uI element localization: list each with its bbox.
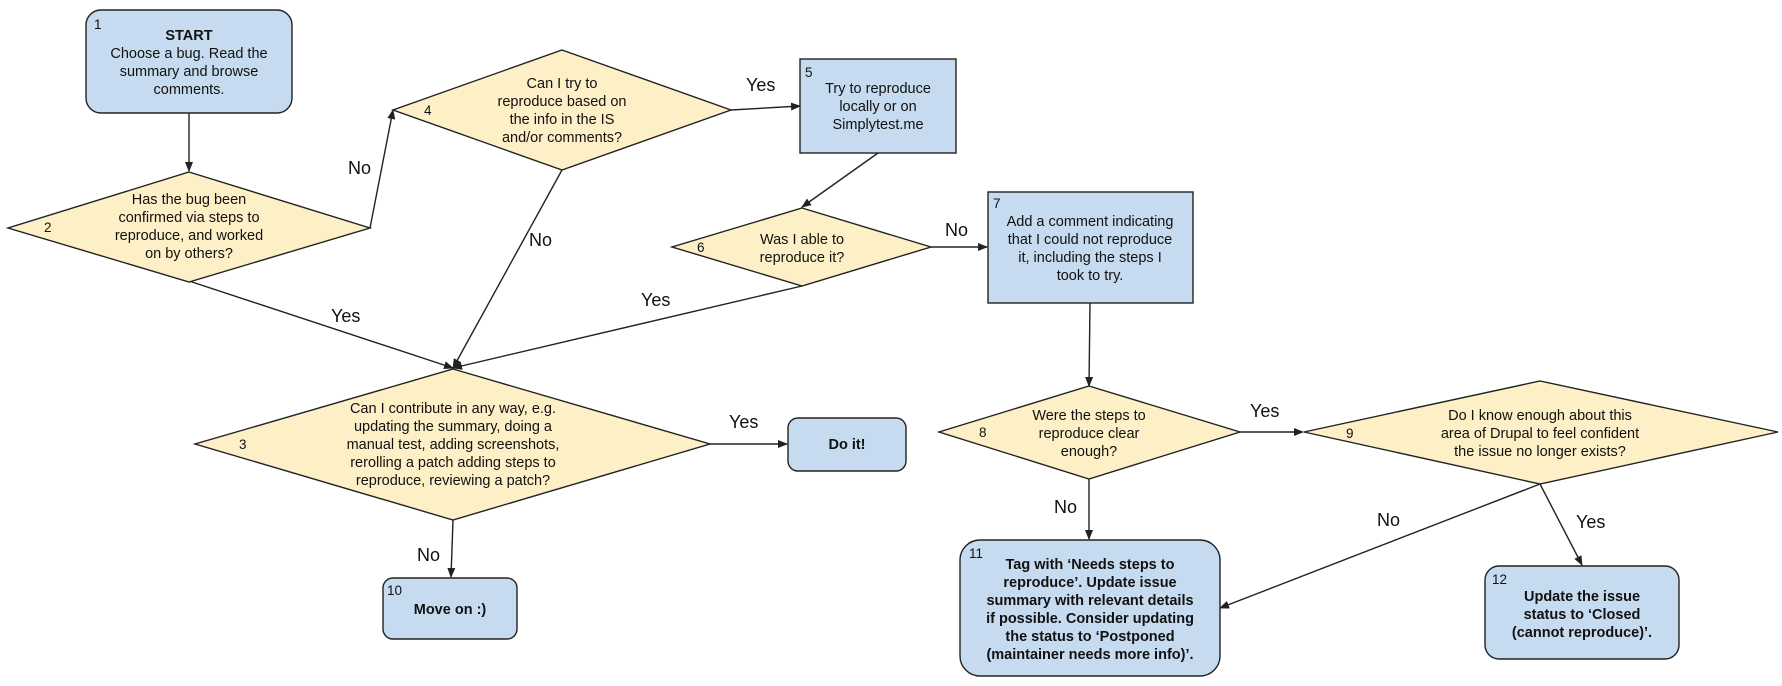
node-5-line-1: Try to reproduce	[825, 81, 931, 97]
edge-label-8-9: Yes	[1250, 401, 1279, 421]
do-it-label: Do it!	[828, 437, 865, 453]
node-1-line-3: summary and browse	[120, 64, 259, 80]
node-4-line-2: reproduce based on	[498, 94, 627, 110]
node-4-line-1: Can I try to	[527, 76, 598, 92]
node-12-end: 12 Update the issue status to ‘Closed (c…	[1484, 565, 1680, 660]
node-2-number: 2	[44, 220, 52, 235]
node-11-line-5: the status to ‘Postponed	[1005, 629, 1174, 645]
node-7-process: 7 Add a comment indicating that I could …	[987, 191, 1194, 304]
node-5-number: 5	[805, 65, 813, 80]
node-6-line-2: reproduce it?	[760, 250, 845, 266]
node-8-line-3: enough?	[1061, 444, 1117, 460]
edge-label-3-10: No	[417, 545, 440, 565]
node-3-line-2: updating the summary, doing a	[354, 419, 553, 435]
node-6-line-1: Was I able to	[760, 232, 844, 248]
node-9-decision: 9 Do I know enough about this area of Dr…	[1303, 380, 1779, 485]
node-2-line-1: Has the bug been	[132, 192, 246, 208]
edge-4-to-3	[452, 169, 563, 369]
node-10-end: 10 Move on :)	[382, 577, 518, 640]
node-8-line-2: reproduce clear	[1039, 426, 1140, 442]
edge-label-2-3: Yes	[331, 306, 360, 326]
edge-2-to-4	[369, 109, 396, 229]
edge-5-to-6	[801, 152, 879, 208]
edge-label-2-4: No	[348, 158, 371, 178]
edge-3-to-10	[447, 519, 456, 578]
node-3-decision: 3 Can I contribute in any way, e.g. upda…	[192, 368, 713, 521]
node-6-number: 6	[697, 240, 705, 255]
node-7-line-1: Add a comment indicating	[1007, 214, 1174, 230]
node-5-line-3: Simplytest.me	[832, 117, 923, 133]
node-7-line-2: that I could not reproduce	[1008, 232, 1172, 248]
node-11-line-2: reproduce’. Update issue	[1003, 575, 1176, 591]
node-4-decision: 4 Can I try to reproduce based on the in…	[390, 49, 734, 171]
edge-label-9-11: No	[1377, 510, 1400, 530]
node-4-number: 4	[424, 103, 432, 118]
node-1-line-2: Choose a bug. Read the	[110, 46, 267, 62]
node-7-number: 7	[993, 196, 1001, 211]
node-11-end: 11 Tag with ‘Needs steps to reproduce’. …	[959, 539, 1221, 677]
node-4-line-4: and/or comments?	[502, 130, 622, 146]
node-11-line-1: Tag with ‘Needs steps to	[1006, 557, 1175, 573]
node-5-process: 5 Try to reproduce locally or on Simplyt…	[799, 58, 957, 154]
node-10-line-1: Move on :)	[414, 602, 487, 618]
node-12-number: 12	[1492, 572, 1507, 587]
edge-9-to-11	[1219, 483, 1541, 609]
node-8-line-1: Were the steps to	[1032, 408, 1145, 424]
edge-6-to-3	[452, 285, 803, 370]
edge-label-3-doit: Yes	[729, 412, 758, 432]
node-1-number: 1	[94, 17, 102, 32]
node-3-number: 3	[239, 437, 247, 452]
node-9-line-2: area of Drupal to feel confident	[1441, 426, 1639, 442]
node-1-start: 1 START Choose a bug. Read the summary a…	[85, 9, 293, 114]
node-4-line-3: the info in the IS	[510, 112, 615, 128]
node-7-line-4: took to try.	[1057, 268, 1124, 284]
node-9-number: 9	[1346, 426, 1354, 441]
edge-label-4-5: Yes	[746, 75, 775, 95]
edge-label-4-3: No	[529, 230, 552, 250]
node-3-line-3: manual test, adding screenshots,	[347, 437, 560, 453]
edge-7-to-8	[1085, 302, 1094, 387]
edge-4-to-5	[730, 102, 801, 111]
node-8-number: 8	[979, 425, 987, 440]
edge-label-8-11: No	[1054, 497, 1077, 517]
edge-label-6-7: No	[945, 220, 968, 240]
node-12-line-2: status to ‘Closed	[1524, 607, 1641, 623]
node-11-line-6: (maintainer needs more info)’.	[986, 647, 1193, 663]
node-5-line-2: locally or on	[839, 99, 916, 115]
node-do-it: Do it!	[787, 417, 907, 472]
edge-9-to-12	[1539, 483, 1583, 566]
edge-label-9-12: Yes	[1576, 512, 1605, 532]
node-9-line-1: Do I know enough about this	[1448, 408, 1632, 424]
node-11-number: 11	[969, 546, 983, 561]
node-1-line-4: comments.	[154, 82, 225, 98]
edge-2-to-3	[188, 280, 454, 369]
node-2-line-4: on by others?	[145, 246, 233, 262]
node-7-line-3: it, including the steps I	[1018, 250, 1161, 266]
node-11-line-3: summary with relevant details	[986, 593, 1193, 609]
node-3-line-1: Can I contribute in any way, e.g.	[350, 401, 556, 417]
edge-label-6-3: Yes	[641, 290, 670, 310]
node-6-decision: 6 Was I able to reproduce it?	[669, 207, 934, 287]
node-11-line-4: if possible. Consider updating	[986, 611, 1194, 627]
node-3-line-4: rerolling a patch adding steps to	[350, 455, 556, 471]
node-2-line-2: confirmed via steps to	[118, 210, 259, 226]
node-1-line-1: START	[165, 28, 212, 44]
node-2-line-3: reproduce, and worked	[115, 228, 263, 244]
node-12-line-1: Update the issue	[1524, 589, 1640, 605]
node-12-line-3: (cannot reproduce)’.	[1512, 625, 1652, 641]
node-3-line-5: reproduce, reviewing a patch?	[356, 473, 550, 489]
node-8-decision: 8 Were the steps to reproduce clear enou…	[936, 385, 1243, 480]
node-10-number: 10	[387, 583, 402, 598]
node-9-line-3: the issue no longer exists?	[1454, 444, 1626, 460]
node-2-decision: 2 Has the bug been confirmed via steps t…	[5, 171, 373, 283]
